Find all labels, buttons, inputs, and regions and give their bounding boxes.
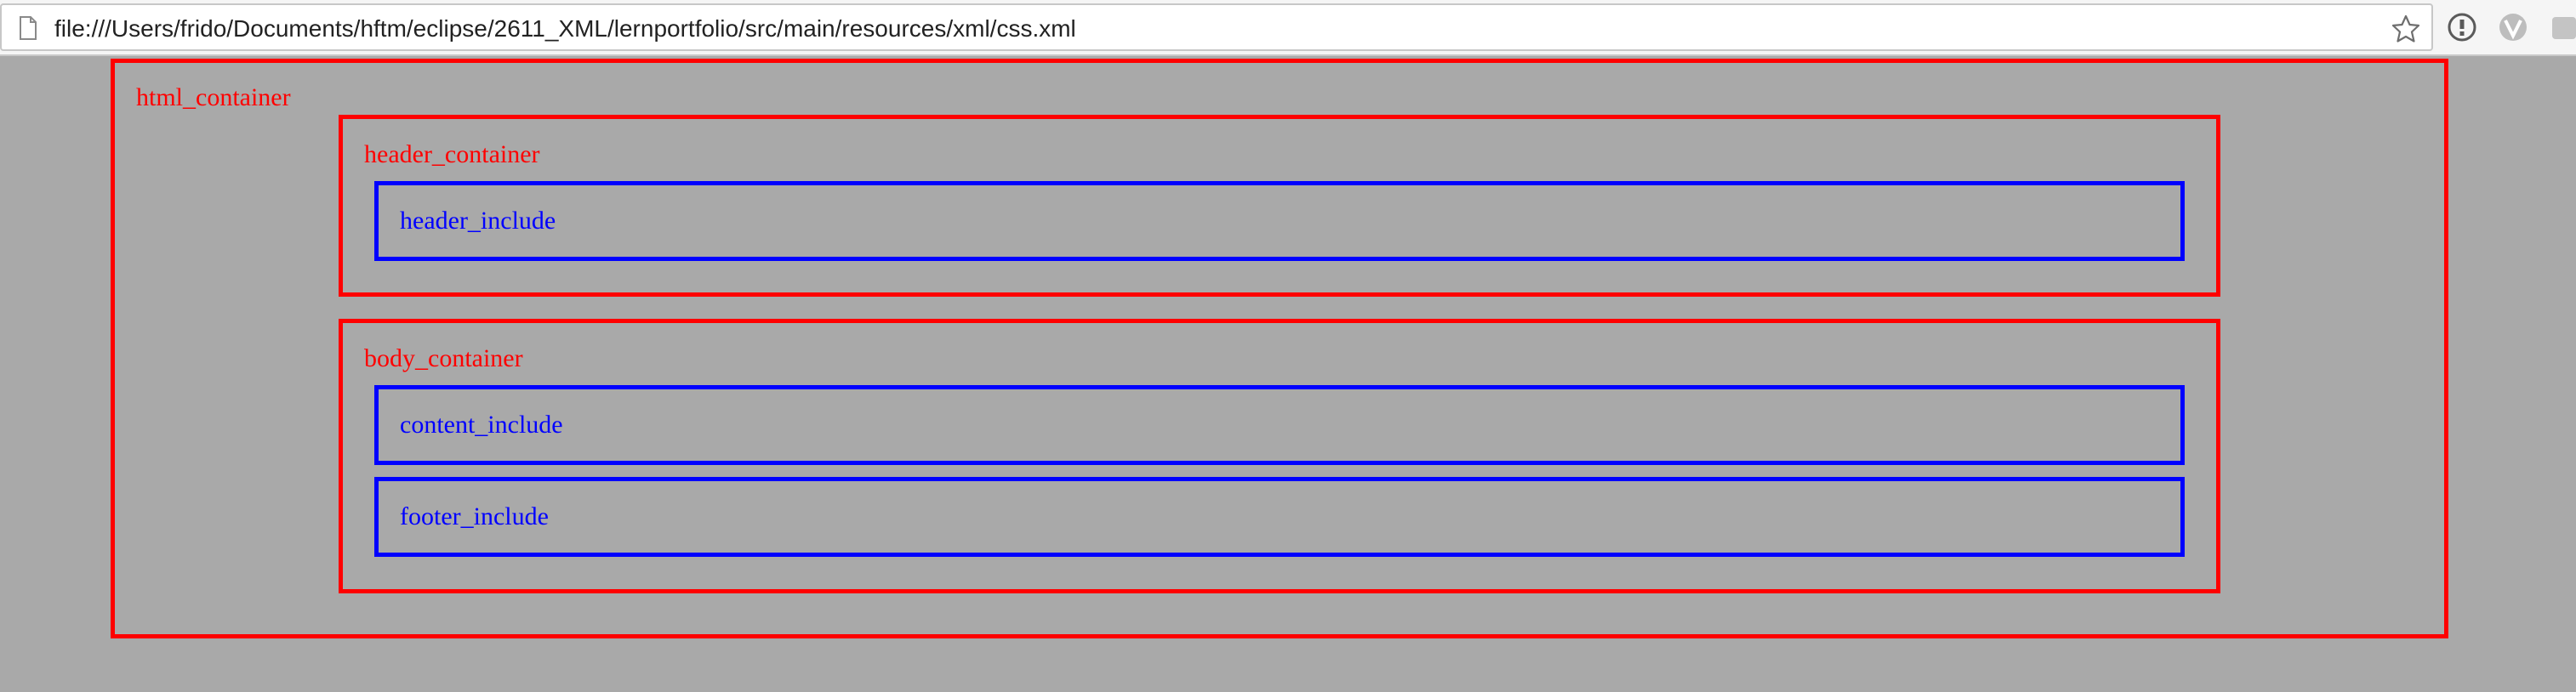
html-container-label: html_container	[136, 83, 291, 111]
star-icon[interactable]	[2391, 14, 2421, 44]
address-bar[interactable]: file:///Users/frido/Documents/hftm/eclip…	[0, 3, 2433, 51]
header-include-label: header_include	[400, 207, 556, 235]
extension-icon-2[interactable]	[2549, 12, 2576, 43]
header-container	[339, 115, 2220, 297]
body-container	[339, 319, 2220, 593]
page-viewport: html_container header_container header_i…	[0, 56, 2576, 692]
content-include	[374, 385, 2185, 465]
extension-icon[interactable]	[2498, 12, 2528, 43]
url-text[interactable]: file:///Users/frido/Documents/hftm/eclip…	[54, 15, 1076, 42]
content-include-label: content_include	[400, 411, 563, 439]
footer-include-label: footer_include	[400, 502, 549, 530]
browser-toolbar: file:///Users/frido/Documents/hftm/eclip…	[0, 0, 2576, 56]
header-include	[374, 181, 2185, 261]
html-container	[111, 59, 2448, 638]
info-icon[interactable]	[2447, 12, 2477, 43]
page-icon	[20, 16, 37, 40]
body-container-label: body_container	[364, 344, 523, 372]
footer-include	[374, 477, 2185, 557]
header-container-label: header_container	[364, 140, 540, 168]
